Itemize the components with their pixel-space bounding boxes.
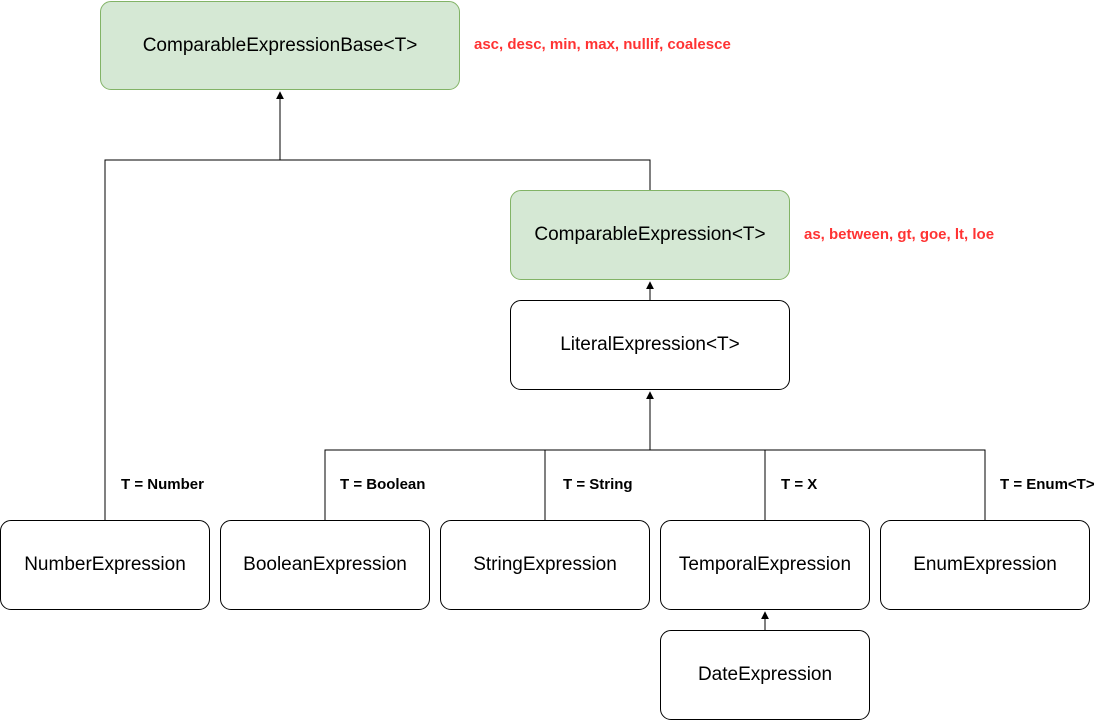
- edge-boolean-to-literal: [324, 449, 650, 520]
- comparable-expression-node: ComparableExpression<T>: [510, 190, 790, 280]
- node-label: BooleanExpression: [243, 554, 407, 575]
- temporal-expression-node: TemporalExpression: [660, 520, 870, 610]
- type-label-temporal: T = X: [781, 476, 818, 493]
- type-label-number: T = Number: [121, 476, 204, 493]
- node-label: DateExpression: [697, 664, 833, 685]
- date-expression-node: DateExpression: [660, 630, 870, 720]
- string-expression-node: StringExpression: [440, 520, 650, 610]
- node-label: ComparableExpression<T>: [534, 224, 766, 245]
- base-methods-annotation: asc, desc, min, max, nullif, coalesce: [474, 36, 731, 53]
- type-label-enum: T = Enum<T>: [1000, 476, 1095, 493]
- edge-number-to-base: [104, 159, 280, 520]
- node-label: TemporalExpression: [678, 554, 852, 575]
- node-label: NumberExpression: [24, 554, 186, 575]
- edge-comparable-to-base: [276, 91, 651, 190]
- node-label: EnumExpression: [913, 554, 1057, 575]
- literal-expression-node: LiteralExpression<T>: [510, 300, 790, 390]
- comparable-methods-annotation: as, between, gt, goe, lt, loe: [804, 226, 995, 243]
- node-label: ComparableExpressionBase<T>: [142, 34, 418, 56]
- boolean-expression-node: BooleanExpression: [220, 520, 430, 610]
- edge-enum-to-literal: [646, 391, 986, 520]
- enum-expression-node: EnumExpression: [880, 520, 1090, 610]
- node-label: LiteralExpression<T>: [560, 334, 740, 355]
- node-label: StringExpression: [473, 554, 617, 575]
- type-label-boolean: T = Boolean: [340, 476, 426, 493]
- comparable-expression-base-node: ComparableExpressionBase<T>: [100, 1, 460, 90]
- number-expression-node: NumberExpression: [0, 520, 210, 610]
- type-label-string: T = String: [563, 476, 633, 493]
